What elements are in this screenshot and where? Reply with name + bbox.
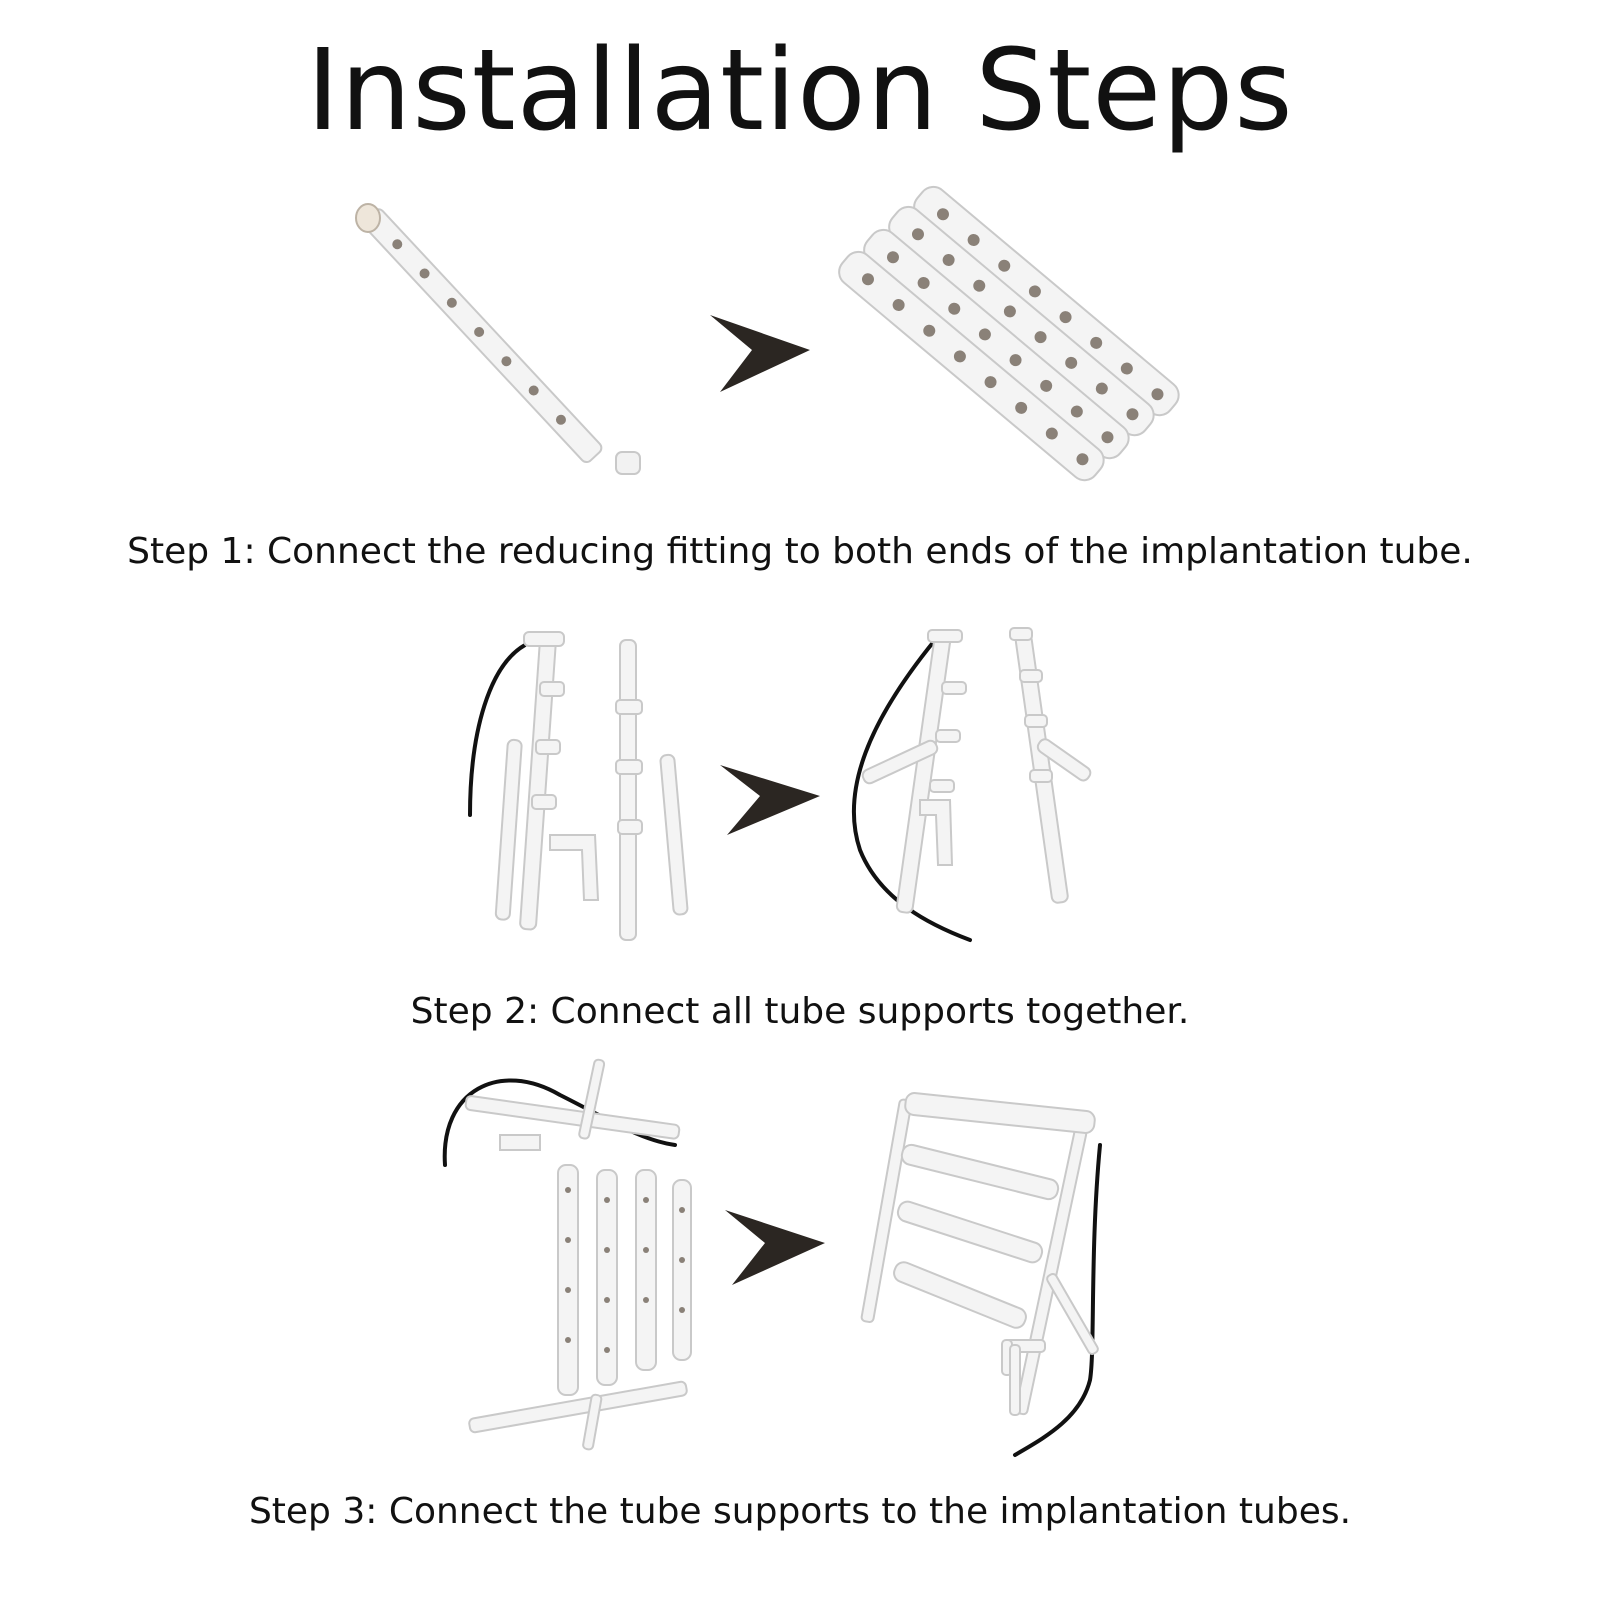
step2-caption: Step 2: Connect all tube supports togeth… <box>410 991 1190 1032</box>
arrow-right-icon <box>725 1210 825 1285</box>
step3-caption: Step 3: Connect the tube supports to the… <box>248 1491 1352 1532</box>
single-implantation-tube <box>355 203 641 475</box>
step2-illustration <box>468 627 1092 942</box>
step1-illustration <box>355 185 1180 482</box>
tube-bundle <box>838 185 1180 482</box>
arrow-right-icon <box>720 765 820 835</box>
loose-tube-supports <box>468 631 689 941</box>
arrow-right-icon <box>710 315 810 392</box>
step3-illustration <box>442 1058 1102 1457</box>
assembled-tube-supports <box>851 627 1092 942</box>
step1-caption: Step 1: Connect the reducing fitting to … <box>127 531 1473 572</box>
assembled-planting-rack <box>860 1092 1102 1457</box>
reducing-fitting-top <box>355 203 381 233</box>
page-title: Installation Steps <box>306 26 1294 156</box>
reducing-fitting-bottom <box>615 451 641 475</box>
tube-supports-and-tubes <box>442 1058 692 1451</box>
